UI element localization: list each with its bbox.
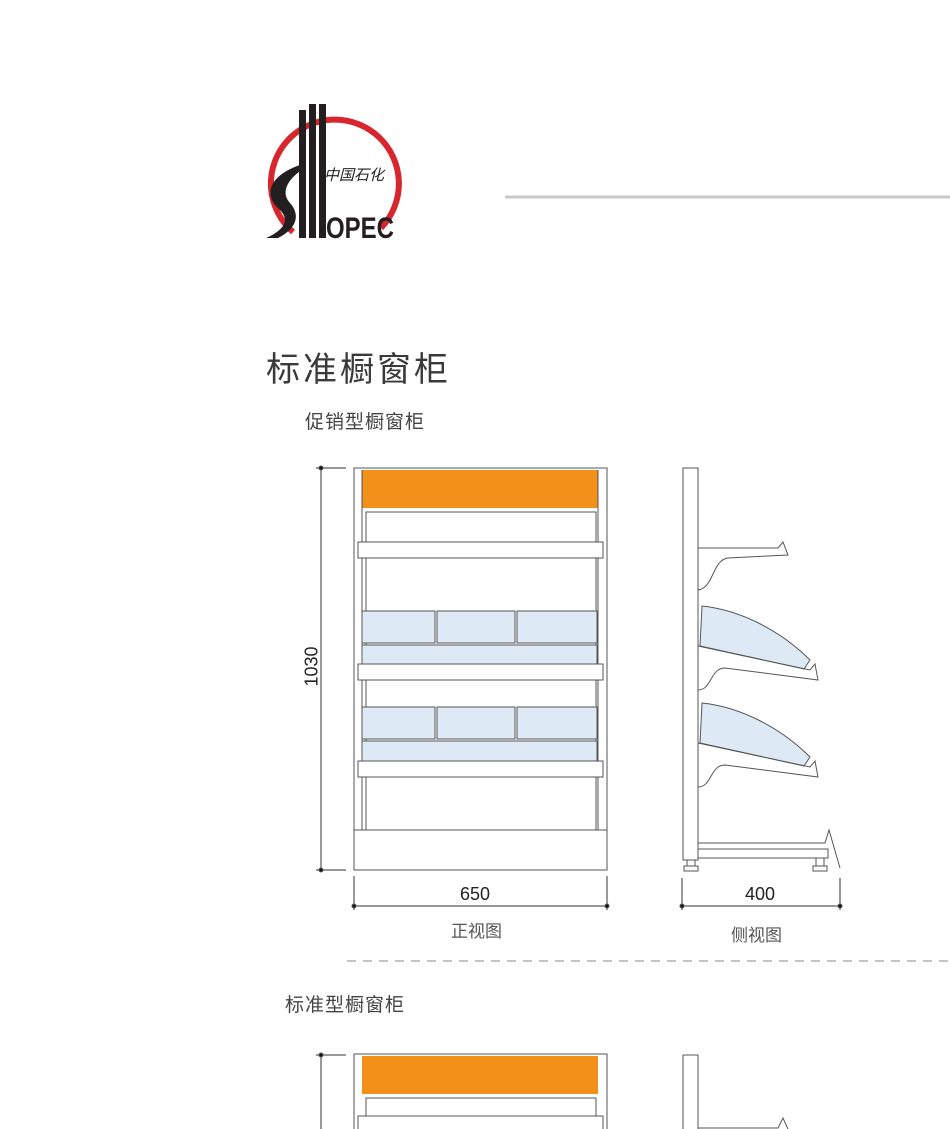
depth-dimension: 400 [745,884,776,904]
standard-cabinet-drawing [316,1052,789,1129]
section-title-promo: 促销型橱窗柜 [305,411,426,433]
sinopec-logo: 中国石化 OPEC [266,104,402,245]
front-view-drawing [316,465,610,910]
header-panel [362,470,598,508]
svg-text:OPEC: OPEC [326,212,394,245]
front-view-caption: 正视图 [451,922,502,942]
section-title-standard: 标准型橱窗柜 [285,994,406,1016]
logo-s [266,165,305,238]
logo-chinese: 中国石化 [324,166,386,184]
side-view-caption: 侧视图 [731,926,782,946]
height-dimension: 1030 [301,646,322,687]
width-dimension: 650 [460,884,491,904]
side-view-drawing [679,467,843,910]
page-title: 标准橱窗柜 [266,350,451,390]
